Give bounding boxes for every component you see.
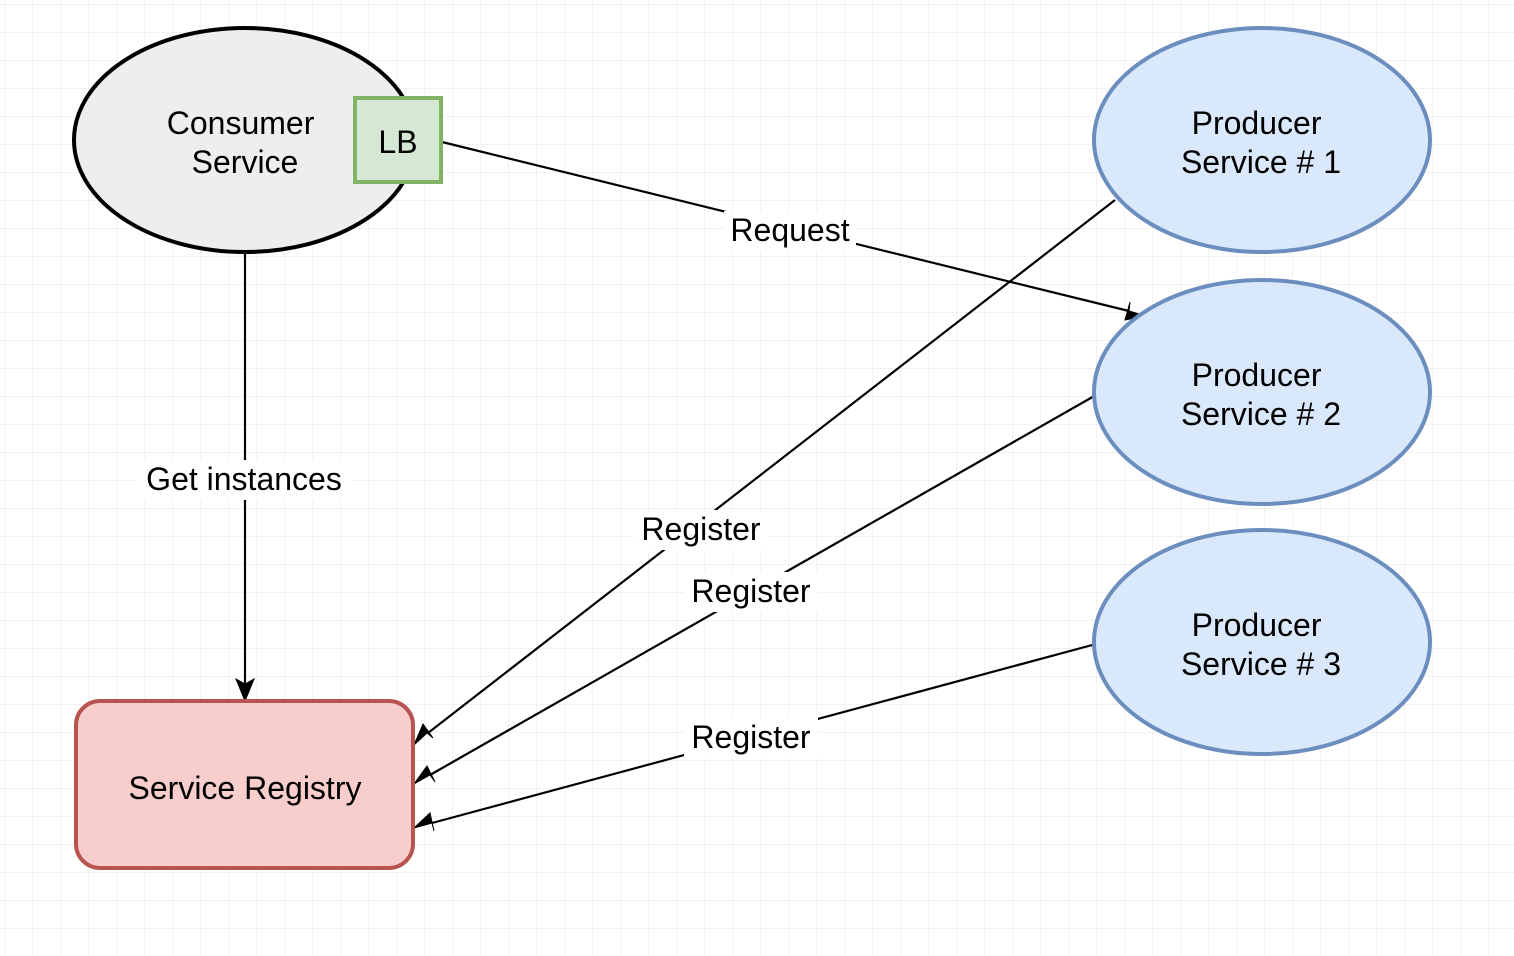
node-consumer-service[interactable]: Consumer Service bbox=[72, 26, 418, 254]
arrow-head-icon bbox=[413, 722, 434, 746]
producer-service-1-shape bbox=[1092, 26, 1432, 254]
edge-label-register-1-bg bbox=[634, 510, 768, 550]
producer-service-3-shape bbox=[1092, 528, 1432, 756]
arrow-head-icon bbox=[413, 765, 436, 785]
edge-label-request-bg bbox=[724, 211, 856, 251]
arrow-head-icon bbox=[234, 677, 256, 703]
edge-register-1-line bbox=[427, 199, 1116, 734]
node-producer-service-1[interactable]: Producer Service # 1 bbox=[1092, 26, 1432, 254]
edge-label-request-text: Request bbox=[730, 212, 849, 248]
producer-service-1-label: Producer Service # 1 bbox=[1181, 105, 1341, 180]
edge-label-register-2-text: Register bbox=[691, 573, 811, 609]
load-balancer-label: LB bbox=[378, 124, 417, 160]
producer-service-3-label: Producer Service # 3 bbox=[1181, 607, 1341, 682]
edge-label-register-1-text: Register bbox=[641, 511, 761, 547]
edge-label-request: Request bbox=[724, 211, 856, 251]
service-registry-shape bbox=[74, 699, 415, 870]
edge-label-register-1: Register bbox=[634, 510, 768, 550]
node-service-registry[interactable]: Service Registry bbox=[74, 699, 415, 870]
node-load-balancer[interactable]: LB bbox=[353, 96, 443, 184]
service-registry-label: Service Registry bbox=[129, 770, 362, 806]
edge-label-register-3-bg bbox=[684, 718, 818, 758]
consumer-service-label: Consumer Service bbox=[167, 105, 324, 180]
edge-label-register-3: Register bbox=[684, 718, 818, 758]
edge-label-register-2-bg bbox=[684, 572, 818, 612]
edge-label-register-2: Register bbox=[684, 572, 818, 612]
edge-label-get-instances-bg bbox=[136, 460, 352, 500]
edge-label-get-instances: Get instances bbox=[136, 460, 352, 500]
producer-service-2-shape bbox=[1092, 278, 1432, 506]
load-balancer-shape bbox=[353, 96, 443, 184]
node-producer-service-3[interactable]: Producer Service # 3 bbox=[1092, 528, 1432, 756]
edge-register-1[interactable] bbox=[413, 199, 1116, 746]
producer-service-2-label: Producer Service # 2 bbox=[1181, 357, 1341, 432]
node-producer-service-2[interactable]: Producer Service # 2 bbox=[1092, 278, 1432, 506]
edge-label-register-3-text: Register bbox=[691, 719, 811, 755]
edge-label-get-instances-text: Get instances bbox=[146, 461, 342, 497]
arrow-head-icon bbox=[413, 812, 435, 832]
